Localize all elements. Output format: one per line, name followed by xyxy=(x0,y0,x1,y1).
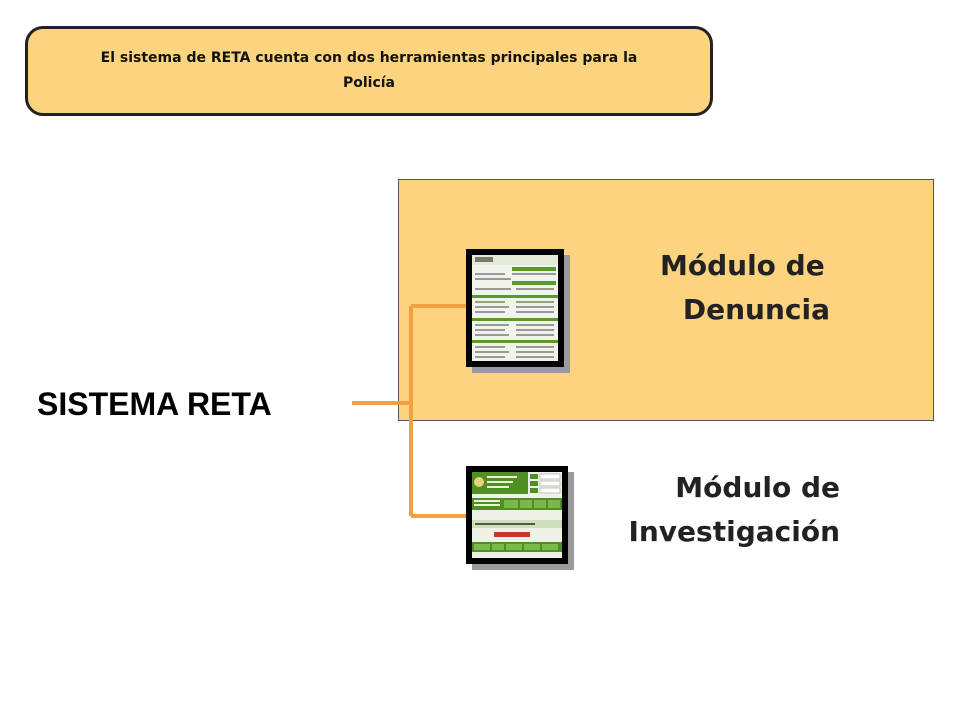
denuncia-highlight-panel xyxy=(398,179,934,421)
form-screenshot-icon xyxy=(472,255,558,358)
module-denuncia-label: Módulo de Denuncia xyxy=(640,244,850,332)
module-denuncia-line2: Denuncia xyxy=(682,293,830,326)
module-investigacion-line2: Investigación xyxy=(628,515,840,548)
module-denuncia-line1: Módulo de xyxy=(660,249,825,282)
investigacion-thumbnail xyxy=(466,466,568,564)
intro-callout: El sistema de RETA cuenta con dos herram… xyxy=(25,26,713,116)
system-label: SISTEMA RETA xyxy=(37,386,272,422)
module-investigacion-label: Módulo de Investigación xyxy=(620,466,860,554)
module-investigacion-line1: Módulo de xyxy=(675,471,840,504)
investigation-screenshot-icon xyxy=(472,472,562,558)
denuncia-thumbnail xyxy=(466,249,564,367)
intro-text: El sistema de RETA cuenta con dos herram… xyxy=(100,50,638,91)
